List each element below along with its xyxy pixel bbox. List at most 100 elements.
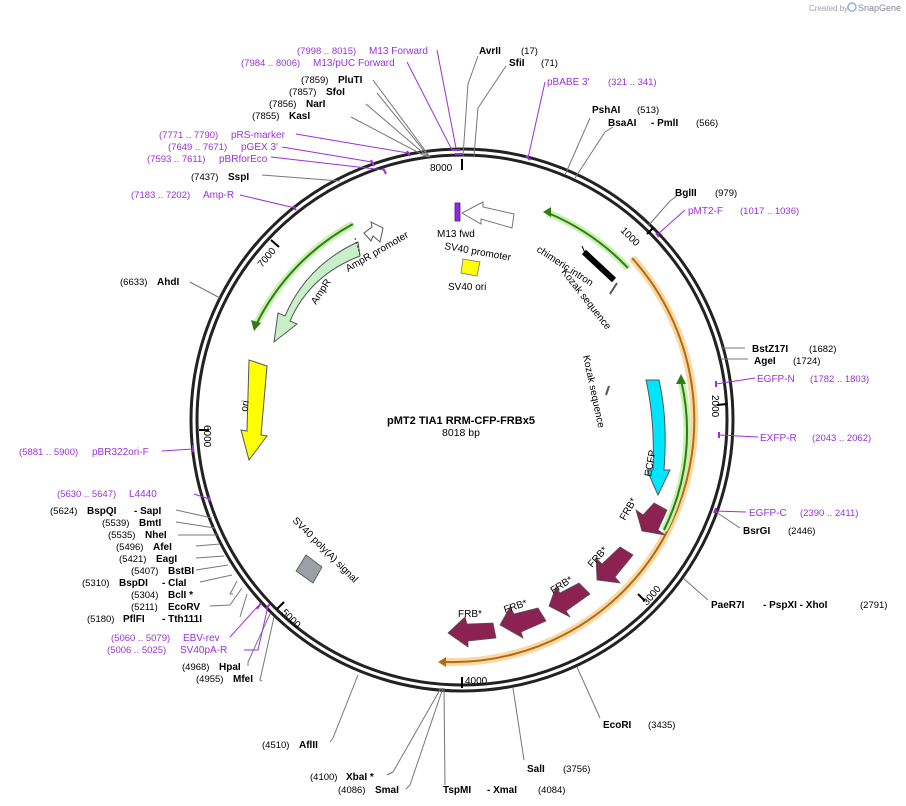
svg-text:EXFP-R: EXFP-R (760, 433, 797, 444)
feature-sv40-promoter[interactable] (460, 201, 515, 229)
primer-amp-r[interactable]: (7183 .. 7202) Amp-R (131, 190, 234, 201)
site-tspmi-xmai[interactable]: TspMI - XmaI (4084) (443, 785, 565, 796)
site-ahdi[interactable]: (6633) AhdI (120, 277, 179, 288)
site-ecorv[interactable]: (5211) EcoRV (131, 602, 200, 613)
site-afei[interactable]: (5496) AfeI (116, 542, 172, 553)
feature-ecfp[interactable] (645, 379, 671, 497)
primer-pgex-3[interactable]: (7649 .. 7671) pGEX 3' (168, 142, 278, 153)
svg-text:(4968): (4968) (182, 662, 209, 673)
feature-frb-2[interactable] (595, 546, 634, 584)
label-frb-1: FRB* (618, 496, 640, 522)
site-bstbi[interactable]: (5407) BstBI (131, 566, 194, 577)
site-paer7i-pspxi-xhoi[interactable]: PaeR7I - PspXI - XhoI (2791) (711, 600, 887, 611)
feature-ampr[interactable] (273, 237, 361, 344)
svg-text:BstBI: BstBI (168, 566, 194, 577)
svg-text:NarI: NarI (306, 99, 326, 110)
snapgene-logo-icon (847, 2, 857, 12)
feature-frb-4[interactable] (499, 606, 547, 639)
site-sfoi[interactable]: (7857) SfoI (289, 87, 345, 98)
svg-text:PshAI: PshAI (592, 105, 621, 116)
primer-sv40pa-r[interactable]: (5006 .. 5025) SV40pA-R (107, 645, 227, 656)
svg-text:EcoRI: EcoRI (603, 720, 632, 731)
feature-frb-1[interactable] (635, 502, 668, 536)
primer-m13-puc-forward[interactable]: (7984 .. 8006) M13/pUC Forward (241, 58, 395, 69)
feature-frb-3[interactable] (548, 582, 591, 618)
site-xbai[interactable]: (4100) XbaI * (310, 772, 374, 783)
feature-ori[interactable] (240, 359, 268, 462)
svg-text:- SapI: - SapI (134, 506, 161, 517)
primer-pmt2-f[interactable]: pMT2-F (1017 .. 1036) (688, 206, 799, 217)
site-nari[interactable]: (7856) NarI (269, 99, 326, 110)
feature-sv40-ori[interactable] (460, 258, 481, 277)
feature-ampr-promoter[interactable] (363, 221, 384, 243)
svg-text:(5310): (5310) (82, 578, 109, 589)
svg-text:(5211): (5211) (131, 602, 158, 613)
site-hpai[interactable]: (4968) HpaI (182, 662, 241, 673)
svg-text:PluTI: PluTI (338, 75, 363, 86)
svg-text:AgeI: AgeI (754, 356, 776, 367)
primer-prs-marker[interactable]: (7771 .. 7790) pRS-marker (159, 130, 286, 141)
orf-green-halo-1 (660, 379, 691, 532)
site-sali[interactable]: SalI (3756) (527, 764, 590, 775)
svg-text:(566): (566) (696, 118, 718, 129)
feature-frb-5[interactable] (447, 616, 497, 648)
feature-kozak-sequence-1[interactable] (609, 282, 618, 295)
primer-exfp-r[interactable]: EXFP-R (2043 .. 2062) (760, 433, 871, 444)
site-kasi[interactable]: (7855) KasI (252, 111, 310, 122)
primer-egfp-n[interactable]: EGFP-N (1782 .. 1803) (757, 374, 869, 385)
primer-pbabe-3[interactable]: pBABE 3' (321 .. 341) (547, 77, 657, 88)
svg-text:(4086): (4086) (338, 785, 365, 796)
svg-text:(7593 .. 7611): (7593 .. 7611) (147, 154, 205, 165)
site-bsaai-pmli[interactable]: BsaAI - PmlI (566) (608, 118, 718, 129)
site-pshai[interactable]: PshAI (513) (592, 105, 659, 116)
site-ecori[interactable]: EcoRI (3435) (603, 720, 675, 731)
primer-pbr322ori-f[interactable]: (5881 .. 5900) pBR322ori-F (19, 447, 149, 458)
site-smai[interactable]: (4086) SmaI (338, 785, 399, 796)
svg-text:EcoRV: EcoRV (168, 602, 200, 613)
site-bmti[interactable]: (5539) BmtI (102, 518, 161, 529)
site-bsrgi[interactable]: BsrGI (2446) (743, 526, 815, 537)
site-mfei[interactable]: (4955) MfeI (196, 674, 253, 685)
svg-text:pMT2-F: pMT2-F (688, 206, 723, 217)
site-pflfi-tth111i[interactable]: (5180) PflFI - Tth111I (87, 614, 202, 625)
svg-text:(5060 .. 5079): (5060 .. 5079) (111, 633, 170, 644)
svg-text:NheI: NheI (145, 530, 167, 541)
svg-text:(7859): (7859) (301, 75, 328, 86)
site-sspi[interactable]: (7437) SspI (191, 172, 249, 183)
orf-green-arc-2 (547, 212, 629, 269)
svg-text:(4084): (4084) (538, 785, 565, 796)
orf-green-arc-1 (663, 379, 689, 531)
site-bglii[interactable]: BglII (979) (675, 188, 737, 199)
svg-text:(1017 .. 1036): (1017 .. 1036) (740, 206, 799, 217)
site-agei[interactable]: AgeI (1724) (754, 356, 820, 367)
primer-pbrforeco[interactable]: (7593 .. 7611) pBRforEco (147, 154, 268, 165)
svg-text:pBR322ori-F: pBR322ori-F (92, 447, 149, 458)
primer-l4440[interactable]: (5630 .. 5647) L4440 (57, 489, 157, 500)
site-eagi[interactable]: (5421) EagI (119, 554, 177, 565)
site-bstz17i[interactable]: BstZ17I (1682) (752, 344, 836, 355)
site-bspqi-sapi[interactable]: (5624) BspQI - SapI (50, 506, 161, 517)
primer-ebv-rev[interactable]: (5060 .. 5079) EBV-rev (111, 633, 220, 644)
feature-chimeric-intron[interactable] (581, 245, 617, 283)
svg-text:(3756): (3756) (563, 764, 590, 775)
svg-text:AfeI: AfeI (153, 542, 172, 553)
site-pluti[interactable]: (7859) PluTI (301, 75, 363, 86)
site-nhei[interactable]: (5535) NheI (108, 530, 167, 541)
svg-text:(3435): (3435) (648, 720, 675, 731)
site-aflii[interactable]: (4510) AflII (262, 740, 318, 751)
site-avrii[interactable]: AvrII (17) (479, 46, 538, 57)
feature-kozak-sequence-2[interactable] (605, 385, 610, 396)
orf-green-arrowhead-icon-3 (251, 320, 261, 331)
feature-m13-fwd[interactable] (454, 202, 461, 222)
svg-text:(7857): (7857) (289, 87, 316, 98)
svg-text:(17): (17) (521, 46, 538, 57)
primer-egfp-c[interactable]: EGFP-C (2390 .. 2411) (749, 508, 858, 519)
site-bcli[interactable]: (5304) BclI * (131, 590, 193, 601)
site-sfii[interactable]: SfiI (71) (509, 58, 558, 69)
orf-green-halo-3 (252, 220, 355, 327)
site-bspdi-clai[interactable]: (5310) BspDI - ClaI (82, 578, 187, 589)
feature-sv40-polya-signal[interactable] (295, 554, 323, 584)
svg-text:(7437): (7437) (191, 172, 218, 183)
primer-m13-forward[interactable]: (7998 .. 8015) M13 Forward (297, 46, 428, 57)
svg-text:(979): (979) (715, 188, 737, 199)
